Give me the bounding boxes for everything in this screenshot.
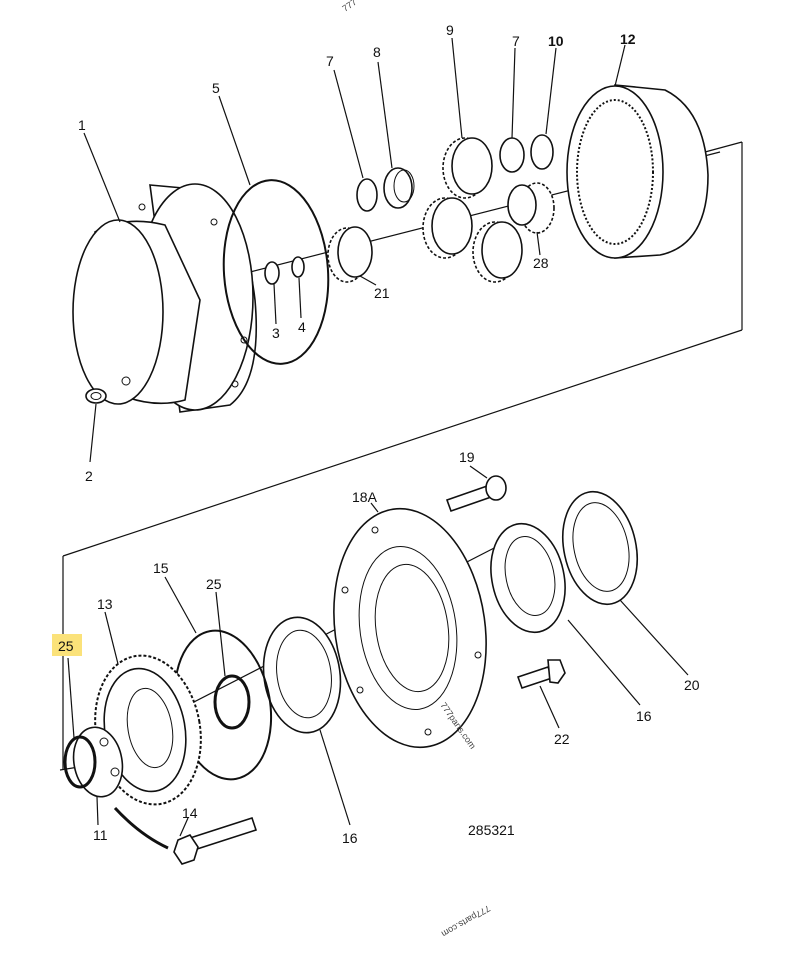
needle-bearing-part-8 [383,167,415,209]
planet-gear-part-28 [507,182,555,234]
bolt-part-14 [113,806,258,865]
label-part-18a: 18A [352,489,378,505]
washer-part-3 [264,261,280,285]
label-part-5: 5 [212,80,220,96]
label-part-22: 22 [554,731,570,747]
label-part-1: 1 [78,117,86,133]
label-part-16: 16 [342,830,358,846]
label-part-4: 4 [298,319,306,335]
label-part-28: 28 [533,255,549,271]
plug-part-2 [85,388,107,404]
label-part-3: 3 [272,325,280,341]
watermark-bottom: 777parts.com [440,903,492,939]
watermark-top: 777 [340,0,358,14]
bolt-part-19 [445,475,507,513]
hub-flange-part-18a [333,507,487,749]
label-part-25: 25 [206,576,222,592]
o-ring-part-25 [213,674,251,730]
label-part-19: 19 [459,449,475,465]
label-part-21: 21 [374,285,390,301]
hub-housing-part-1 [72,183,258,413]
drawing-number: 285321 [468,822,515,838]
planet-gears-part-9 [422,137,523,283]
label-part-2: 2 [85,468,93,484]
retainer-part-11 [72,726,124,798]
circlip-part-10 [530,134,554,170]
thrust-ring-part-7b [499,137,525,173]
bolt-part-22 [516,659,566,690]
gasket-part-5 [222,179,330,365]
label-part-7b: 7 [512,33,520,49]
sun-gear-part-21 [327,226,373,283]
label-part-9: 9 [446,22,454,38]
label-part-20: 20 [684,677,700,693]
label-part-25b: 25 [58,638,74,654]
ring-gear-part-12 [566,84,709,259]
bearing-cup-part-16 [490,522,566,634]
thrust-ring-part-7 [356,178,378,212]
seal-part-20 [562,490,638,606]
label-part-8: 8 [373,44,381,60]
bearing-cone-part-16 [262,616,342,734]
label-part-12: 12 [620,31,636,47]
label-part-16b: 16 [636,708,652,724]
label-part-10: 10 [548,33,564,49]
leader-lines [67,37,689,837]
label-part-11: 11 [93,827,108,843]
label-part-13: 13 [97,596,113,612]
label-part-14: 14 [182,805,198,821]
highlight-part-25 [52,634,82,656]
label-part-7: 7 [326,53,334,69]
label-part-15: 15 [153,560,169,576]
o-ring-part-25b [63,735,97,789]
part-labels: 1 5 2 3 4 7 8 9 7 10 12 21 28 19 18A 15 … [52,22,700,846]
circlip-part-4 [291,256,305,278]
